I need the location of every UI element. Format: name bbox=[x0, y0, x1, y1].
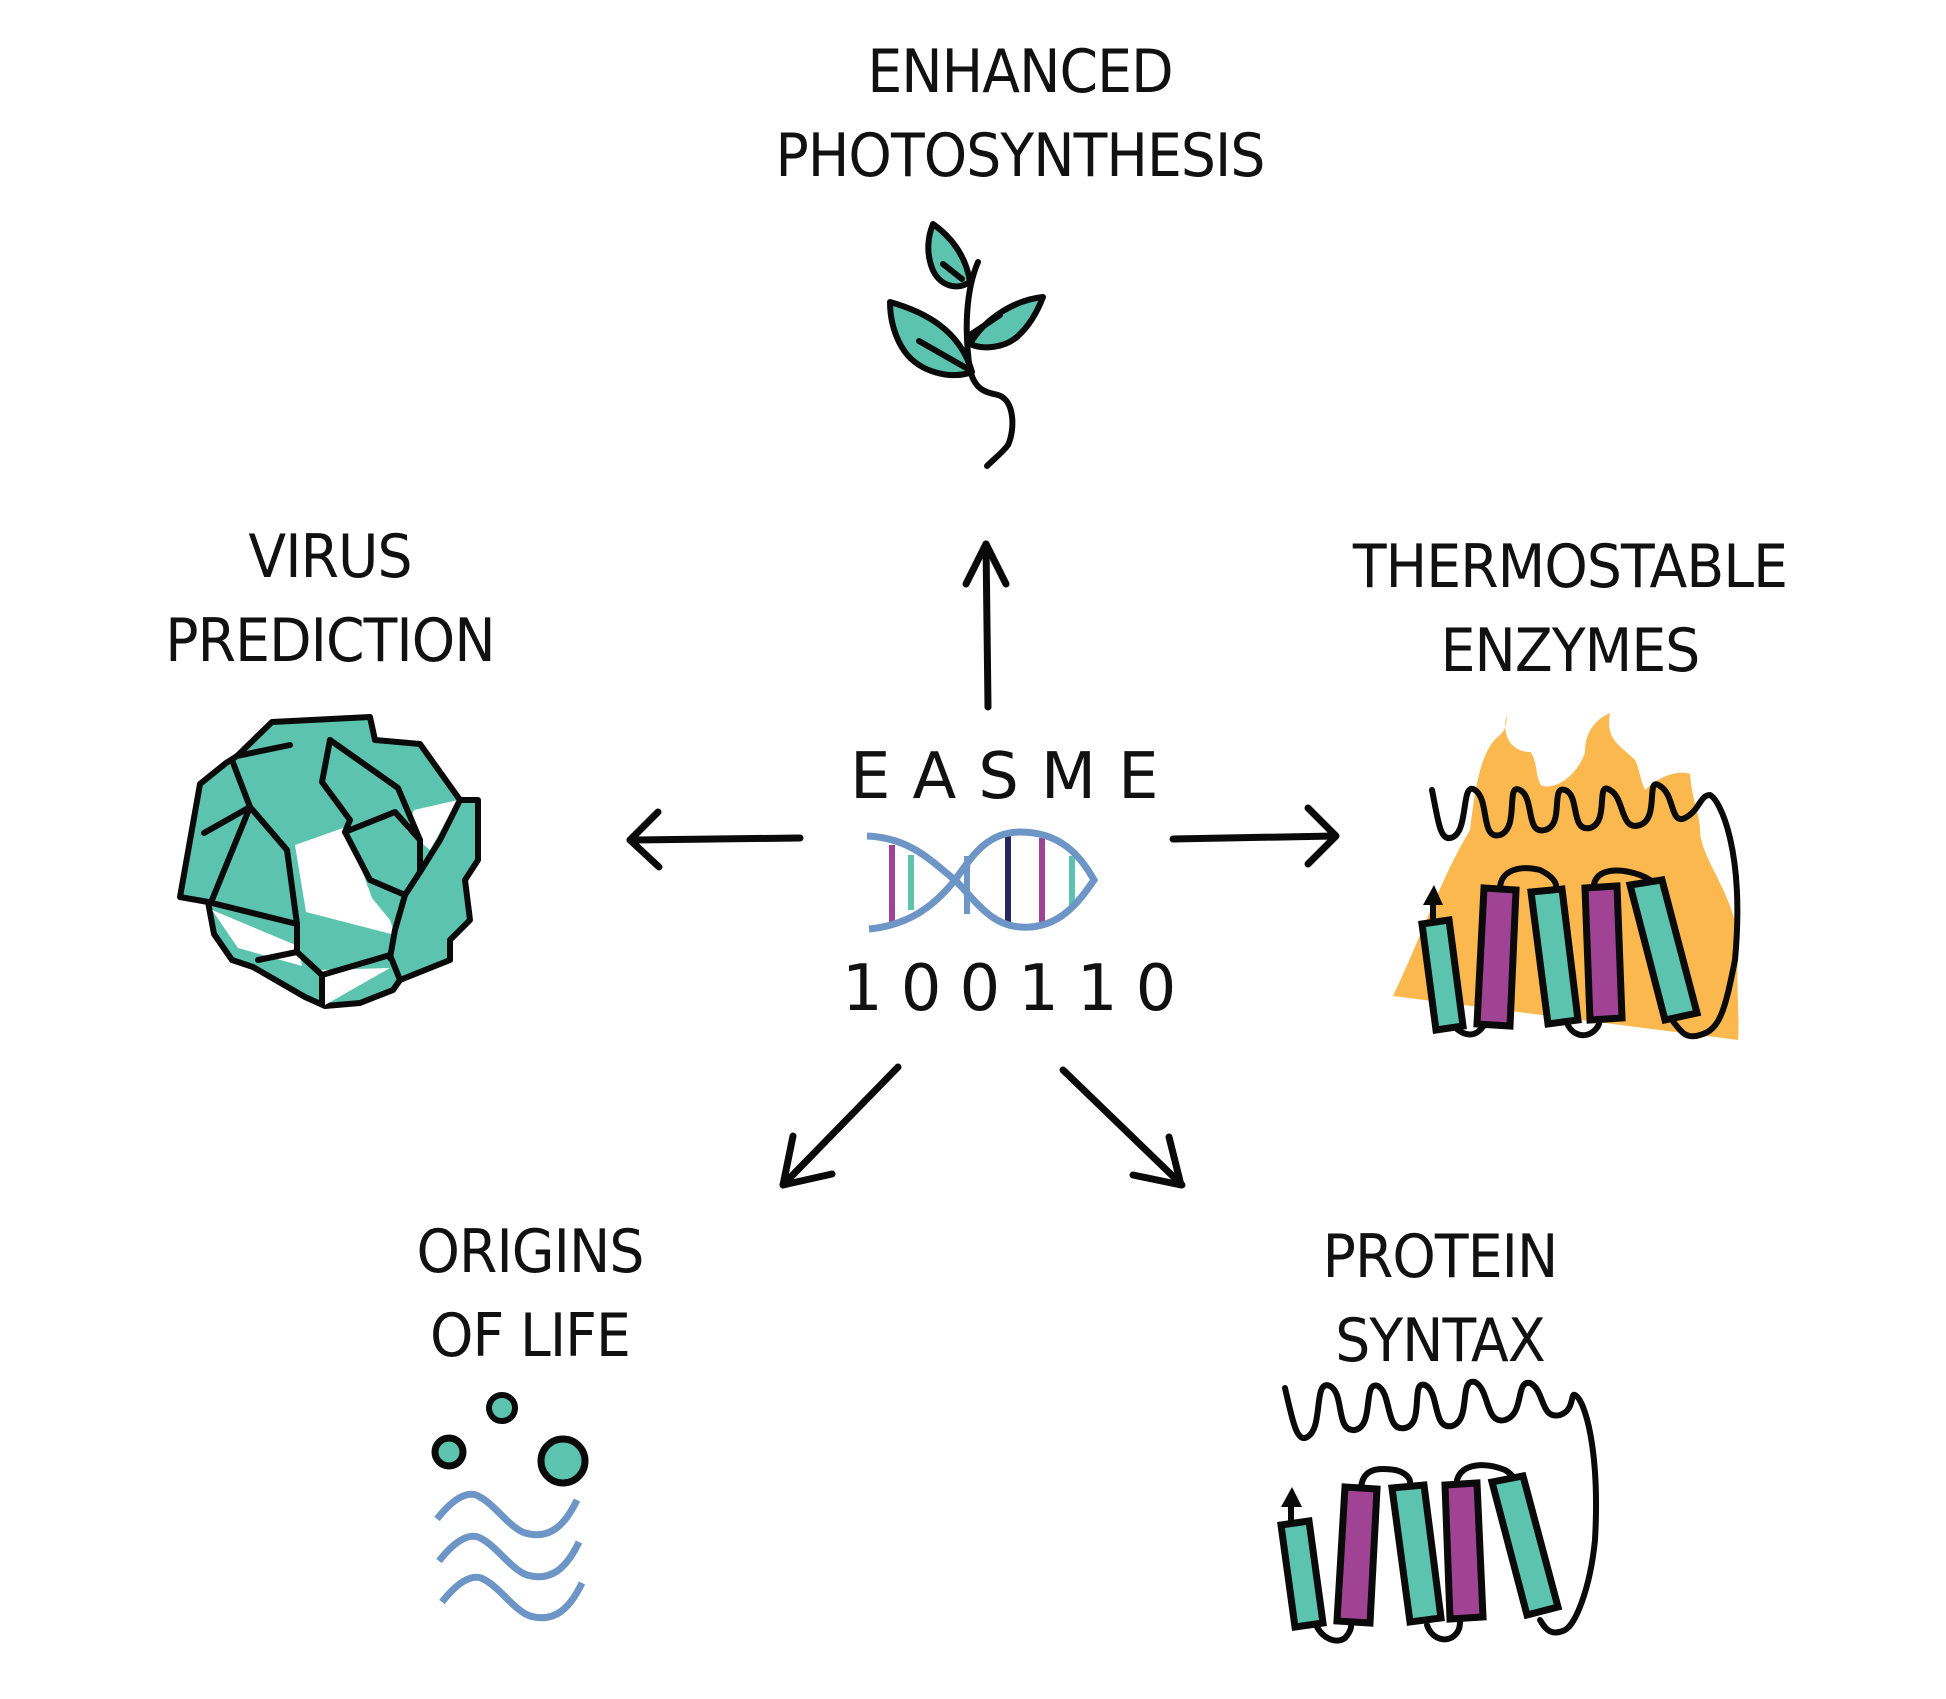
label-enhanced-photosynthesis: ENHANCED PHOTOSYNTHESIS bbox=[744, 30, 1296, 198]
arrow-down-right bbox=[1059, 1066, 1186, 1189]
label-line: VIRUS bbox=[248, 522, 412, 592]
label-line: THERMOSTABLE bbox=[1352, 532, 1788, 602]
label-thermostable-enzymes: THERMOSTABLE ENZYMES bbox=[1322, 525, 1819, 693]
protein-on-fire-icon bbox=[1393, 712, 1741, 1040]
arrow-left bbox=[626, 808, 804, 871]
label-virus-prediction: VIRUS PREDICTION bbox=[128, 515, 533, 683]
label-line: PHOTOSYNTHESIS bbox=[775, 121, 1265, 191]
label-line: SYNTAX bbox=[1335, 1306, 1545, 1376]
virus-capsid-icon bbox=[177, 714, 481, 1009]
primordial-soup-icon bbox=[431, 1392, 589, 1622]
label-protein-syntax: PROTEIN SYNTAX bbox=[1284, 1215, 1597, 1383]
label-line: ORIGINS bbox=[416, 1217, 644, 1287]
label-line: OF LIFE bbox=[430, 1301, 631, 1371]
label-line: ENHANCED bbox=[867, 37, 1173, 107]
label-line: ENZYMES bbox=[1440, 616, 1701, 686]
center-binary: 100110 bbox=[842, 952, 1195, 1026]
arrow-right bbox=[1169, 804, 1340, 868]
protein-structure-icon bbox=[1277, 1378, 1599, 1644]
arrow-up bbox=[962, 540, 1010, 711]
label-origins-of-life: ORIGINS OF LIFE bbox=[374, 1210, 687, 1378]
arrow-down-left bbox=[779, 1063, 902, 1189]
label-line: PROTEIN bbox=[1322, 1222, 1559, 1292]
label-line: PREDICTION bbox=[165, 606, 495, 676]
dna-helix-icon bbox=[866, 828, 1099, 933]
center-title: EASME bbox=[850, 740, 1181, 814]
plant-sprout-icon bbox=[887, 221, 1046, 469]
